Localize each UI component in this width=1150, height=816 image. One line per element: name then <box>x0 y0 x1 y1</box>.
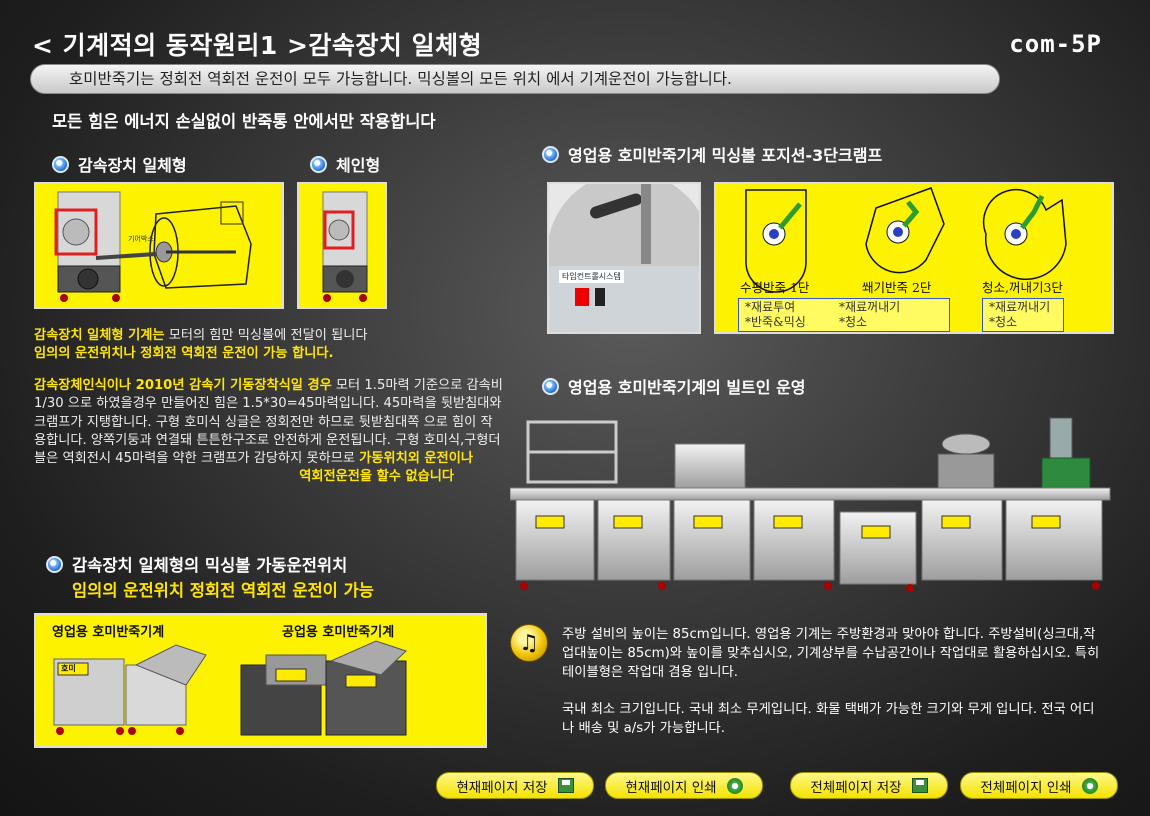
legend-item: *청소 <box>839 315 868 329</box>
print-icon <box>726 777 743 794</box>
bullet-icon <box>542 145 559 163</box>
print-current-page-button[interactable]: 현재페이지 인쇄 <box>605 772 763 799</box>
chain-machine-icon <box>322 191 368 302</box>
chain-type-image <box>297 182 387 309</box>
save-current-page-button[interactable]: 현재페이지 저장 <box>436 772 594 799</box>
bullet-icon <box>542 377 559 395</box>
para1-highlight: 감속장치 일체형 기계는 <box>34 328 165 343</box>
reduction-ratio-description: 감속장체인식이나 2010년 감속기 기동장착식일 경우 모터 1.5마력 기준… <box>34 377 504 487</box>
commercial-label: 영업용 호미반죽기계 <box>52 625 165 640</box>
para1-line2: 임의의 운전위치나 정회전 역회전 운전이 가능 합니다. <box>34 346 334 362</box>
bullet-icon <box>52 155 69 173</box>
section-title: 체인형 <box>336 156 381 175</box>
machine-diagram-icon <box>54 191 252 302</box>
position-label-2: 쐐기반죽 2단 <box>862 280 932 295</box>
print-all-pages-button[interactable]: 전체페이지 인쇄 <box>960 772 1118 799</box>
info-banner: 호미반죽기는 정회전 역회전 운전이 모두 가능합니다. 믹싱볼의 모든 위치 … <box>30 64 1000 94</box>
machines-illustration-icon <box>53 640 407 736</box>
para1-text: 모터의 힘만 믹싱볼에 전달이 됩니다 <box>164 328 368 343</box>
size-weight-note: 국내 최소 크기입니다. 국내 최소 무게입니다. 화물 택배가 가능한 크기와… <box>562 702 1095 736</box>
para2-text: 모터 1.5마력 기준으로 감속비 1/30 으로 하였을경우 만들어진 힘은 … <box>34 378 503 467</box>
section-title: 영업용 호미반죽기계 믹싱볼 포지션-3단크램프 <box>568 146 883 165</box>
industrial-label: 공업용 호미반죽기계 <box>282 625 395 640</box>
save-all-pages-button[interactable]: 전체페이지 저장 <box>790 772 948 799</box>
gearbox-label: 기어박스 <box>128 235 154 243</box>
position-label-1: 수평반죽 1단 <box>740 280 810 295</box>
kitchen-lineup-icon <box>509 417 1111 592</box>
section-built-in: 영업용 호미반죽기계의 빌트인 운영 <box>542 374 806 398</box>
save-icon <box>911 778 928 793</box>
section-operating-positions: 감속장치 일체형의 믹싱볼 가동운전위치 <box>46 552 347 576</box>
machine-brand-label: 호미 <box>61 664 76 673</box>
print-icon <box>1081 777 1098 794</box>
legend-item: *재료꺼내기 <box>989 300 1051 314</box>
page-title: < 기계적의 동작원리1 >감속장치 일체형 <box>32 31 483 60</box>
button-label: 현재페이지 저장 <box>456 779 548 796</box>
button-label: 전체페이지 인쇄 <box>980 779 1072 796</box>
kitchen-height-note: 주방 설비의 높이는 85cm입니다. 영업용 기계는 주방환경과 맞아야 합니… <box>562 627 1100 680</box>
page-code: com-5P <box>1009 30 1102 58</box>
subheading: 모든 힘은 에너지 손실없이 반죽통 안에서만 작용합니다 <box>52 112 436 131</box>
legend-item: *반죽&믹싱 <box>745 315 806 329</box>
bullet-icon <box>310 155 327 173</box>
section-reducer-integrated: 감속장치 일체형 <box>52 152 187 176</box>
position-legend-2: *재료꺼내기 *청소 <box>982 298 1064 332</box>
section-title: 영업용 호미반죽기계의 빌트인 운영 <box>568 378 806 397</box>
control-panel-photo: 타임컨트롤시스템 <box>547 182 701 334</box>
bullet-icon <box>46 555 63 573</box>
position-legend-1: *재료투여 *재료꺼내기 *반죽&믹싱 *청소 <box>738 298 950 332</box>
para2-warning-b: 역회전운전을 할수 없습니다 <box>299 469 454 485</box>
position-diagram-icon <box>745 187 1067 293</box>
para2-highlight: 감속장체인식이나 2010년 감속기 기동장착식일 경우 <box>34 378 332 393</box>
reducer-integrated-image: 기어박스 <box>34 182 284 309</box>
section-title: 감속장치 일체형 <box>78 156 187 175</box>
legend-item: *청소 <box>989 315 1018 329</box>
button-label: 전체페이지 저장 <box>810 779 902 796</box>
button-label: 현재페이지 인쇄 <box>625 779 717 796</box>
section-title: 감속장치 일체형의 믹싱볼 가동운전위치 <box>72 556 348 575</box>
position-label-3: 청소,꺼내기3단 <box>982 280 1063 295</box>
built-in-kitchen-image <box>509 408 1120 608</box>
music-note-icon: ♫ <box>510 624 548 662</box>
panel-label: 타임컨트롤시스템 <box>559 270 624 283</box>
control-panel-icon <box>549 184 699 332</box>
legend-item: *재료투여 <box>745 300 796 314</box>
reducer-description: 감속장치 일체형 기계는 모터의 힘만 믹싱볼에 전달이 됩니다 임의의 운전위… <box>34 327 504 364</box>
save-icon <box>557 778 574 793</box>
section-operating-subtitle: 임의의 운전위치 정회전 역회전 운전이 가능 <box>72 581 374 600</box>
para2-warning-a: 가동위치외 운전이나 <box>359 451 473 467</box>
bowl-position-diagram: 수평반죽 1단 쐐기반죽 2단 청소,꺼내기3단 *재료투여 *재료꺼내기 *반죽… <box>714 182 1114 334</box>
section-chain-type: 체인형 <box>310 152 380 176</box>
machines-comparison-box: 영업용 호미반죽기계 공업용 호미반죽기계 호미 <box>34 613 487 748</box>
legend-item: *재료꺼내기 <box>839 300 901 314</box>
section-bowl-positions: 영업용 호미반죽기계 믹싱볼 포지션-3단크램프 <box>542 142 882 166</box>
